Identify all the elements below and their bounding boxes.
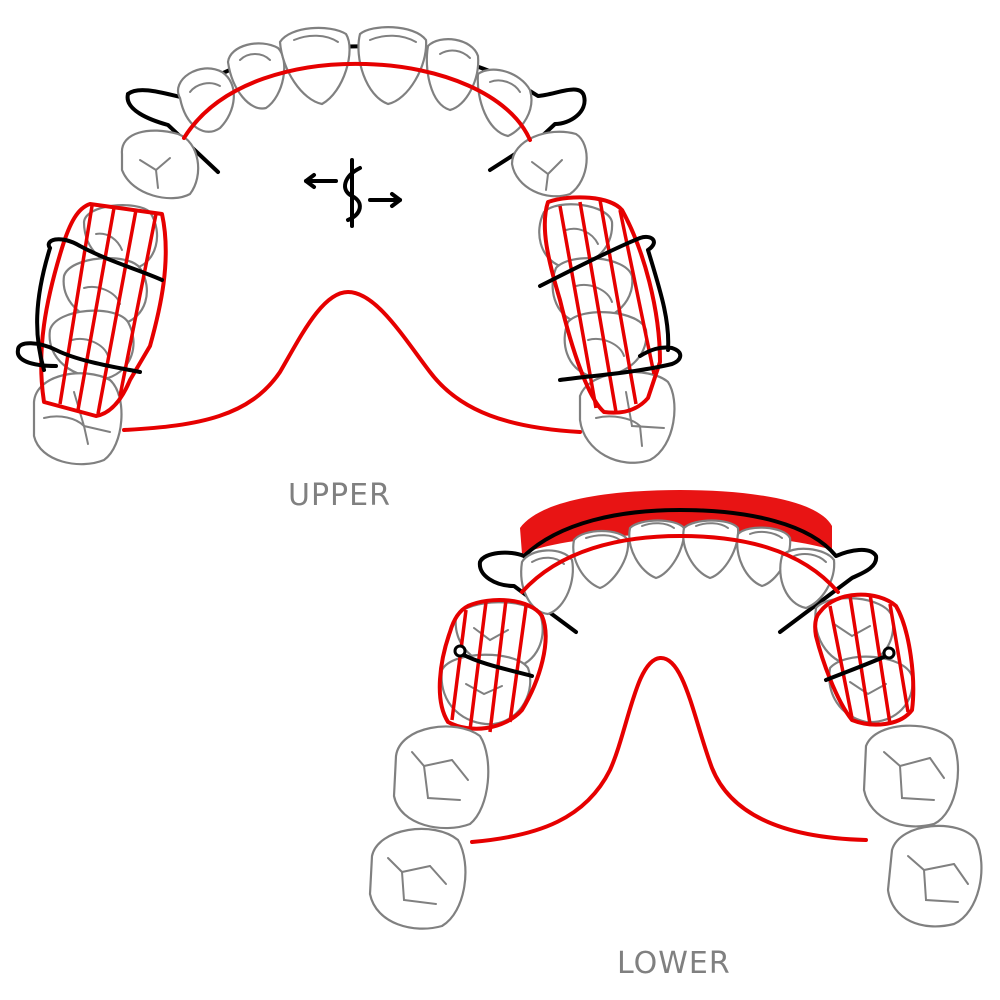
upper-baseplate-palate	[124, 292, 580, 432]
tooth	[178, 68, 234, 131]
tooth	[580, 372, 674, 463]
tooth	[629, 521, 684, 579]
expansion-screw-icon	[306, 160, 400, 226]
tooth	[683, 521, 738, 579]
upper-label: UPPER	[288, 478, 391, 513]
lower-left-bite-block	[440, 600, 546, 732]
tooth	[122, 131, 198, 199]
upper-left-posterior-teeth	[34, 205, 157, 464]
upper-canines	[122, 131, 587, 199]
lower-left-molars	[370, 726, 488, 928]
tooth	[394, 726, 488, 828]
tooth	[512, 132, 587, 197]
tooth	[370, 829, 465, 929]
lower-baseplate-lingual	[472, 658, 866, 842]
upper-anterior-teeth	[178, 27, 531, 136]
lower-arch	[370, 490, 981, 929]
tooth	[888, 826, 981, 927]
tooth	[34, 373, 121, 464]
upper-arch	[18, 27, 680, 464]
tooth	[864, 726, 958, 827]
lower-label: LOWER	[617, 946, 731, 981]
lower-right-molars	[864, 726, 981, 927]
lower-right-bite-block	[815, 594, 913, 725]
